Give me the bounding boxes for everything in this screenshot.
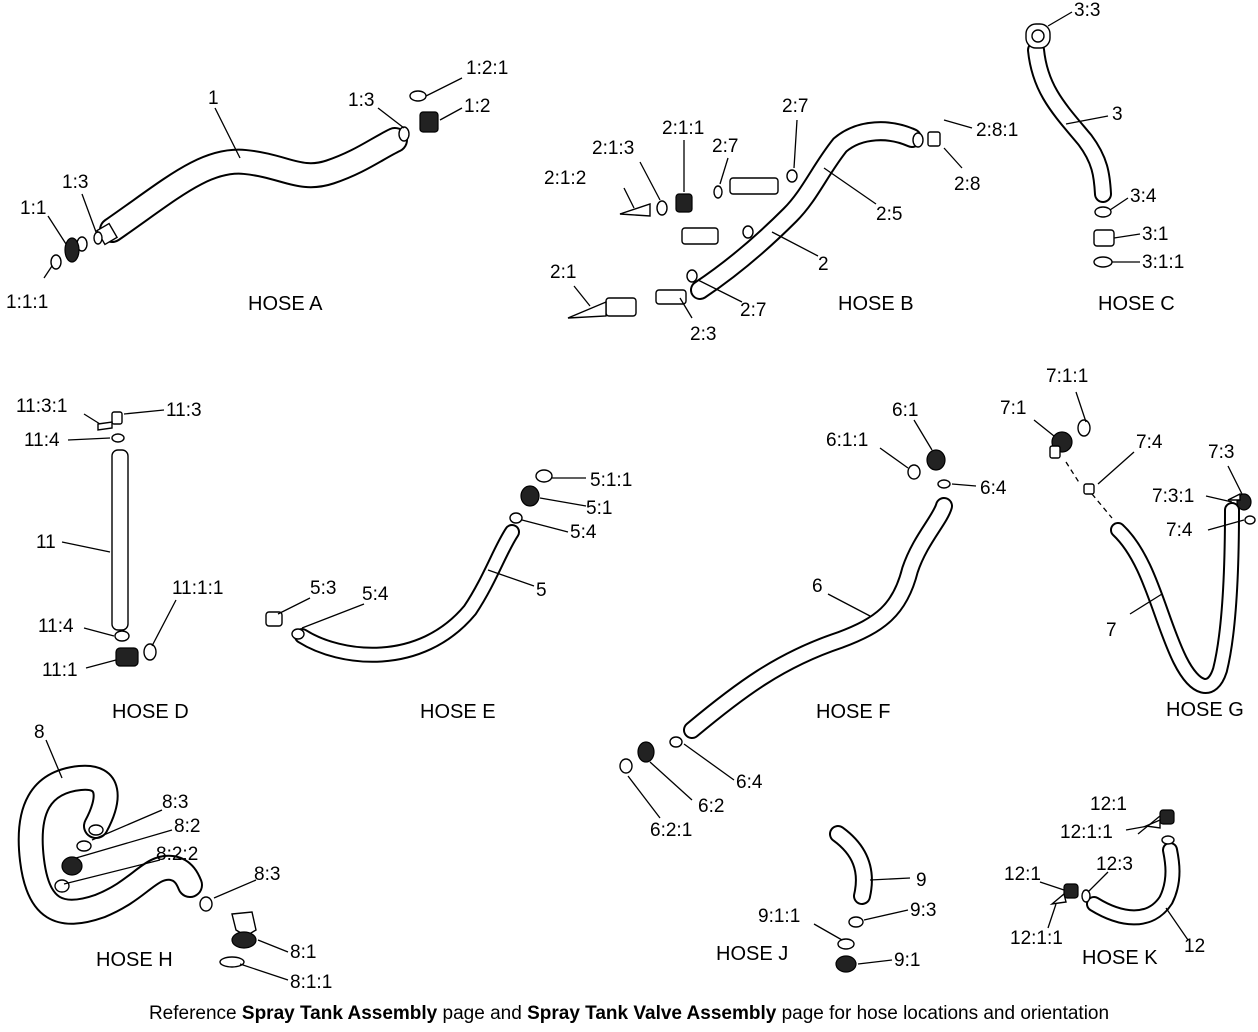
hose-b-group: 2:7 2:1:1 2:1:3 2:7 2:8:1 2:1:2 2:8 2:5 … [544, 96, 1018, 345]
hose-f-title: HOSE F [816, 701, 890, 723]
hose-k-callout-3: 12:3 [1096, 854, 1133, 875]
hose-f-callout-1: 6:1 [892, 400, 918, 421]
hose-c-callout-1: 3:3 [1074, 0, 1100, 21]
hose-h-title: HOSE H [96, 949, 173, 971]
hose-b-callout-2: 2:1:1 [662, 118, 704, 139]
hose-f-callout-5: 6:4 [736, 772, 763, 793]
hose-k-callout-2: 12:1:1 [1060, 822, 1113, 843]
hose-a-callout-7: 1:1:1 [6, 292, 48, 313]
hose-b-callout-1: 2:7 [782, 96, 808, 117]
hose-a-callout-1: 1 [208, 88, 219, 109]
hose-e-callout-6: 5:4 [362, 584, 389, 605]
hose-d-title: HOSE D [112, 701, 189, 723]
hose-j-callout-4: 9:1 [894, 950, 920, 971]
hose-g-callout-4: 7:3 [1208, 442, 1234, 463]
hose-g-callout-2: 7:1 [1000, 398, 1026, 419]
hose-e-callout-2: 5:1 [586, 498, 612, 519]
hose-a-callout-5: 1:3 [62, 172, 88, 193]
footnote-prefix: Reference [148, 1003, 242, 1024]
hose-c-group: 3:3 3 3:4 3:1 3:1:1 HOSE C [1025, 0, 1184, 315]
hose-k-title: HOSE K [1082, 947, 1158, 969]
footnote-suffix: page for hose locations and orientation [776, 1003, 1110, 1024]
hose-c-callout-5: 3:1:1 [1142, 252, 1184, 273]
hose-d-callout-2: 11:3 [166, 400, 202, 421]
hose-f-callout-4: 6 [812, 576, 823, 597]
hose-h-callout-2: 8:3 [162, 792, 188, 813]
hose-e-group: 5:1:1 5:1 5:4 5 5:3 5:4 HOSE E [265, 469, 632, 723]
hose-b-callout-8: 2:5 [876, 204, 902, 225]
hose-k-callout-5: 12:1:1 [1010, 928, 1063, 949]
hose-f-callout-7: 6:2:1 [650, 820, 692, 841]
hose-h-callout-6: 8:1 [290, 942, 316, 963]
hose-c-title: HOSE C [1098, 293, 1175, 315]
hose-b-callout-9: 2 [818, 254, 829, 275]
hose-d-callout-7: 11:1 [42, 660, 78, 681]
footnote-middle: page and [437, 1003, 528, 1024]
hose-c-callout-2: 3 [1112, 104, 1123, 125]
hose-e-title: HOSE E [420, 701, 496, 723]
hose-b-callout-3: 2:1:3 [592, 138, 634, 159]
hose-h-callout-4: 8:2:2 [156, 844, 198, 865]
hose-j-callout-2: 9:1:1 [758, 906, 800, 927]
hose-b-callout-4: 2:7 [712, 136, 738, 157]
hose-g-callout-1: 7:1:1 [1046, 366, 1088, 387]
hose-f-callout-6: 6:2 [698, 796, 724, 817]
hose-a-group: 1 1:3 1:2:1 1:2 1:3 1:1 1:1:1 HOSE A [6, 58, 508, 315]
reference-footnote: Reference Spray Tank Assembly page and S… [0, 1003, 1258, 1025]
hose-h-callout-1: 8 [34, 722, 45, 743]
hose-h-callout-5: 8:3 [254, 864, 280, 885]
hose-k-group: 12:1 12:1:1 12:3 12:1 12:1:1 12 HOSE K [1004, 794, 1205, 969]
hose-b-callout-7: 2:8 [954, 174, 980, 195]
hose-g-title: HOSE G [1166, 699, 1244, 721]
hose-b-callout-10: 2:1 [550, 262, 576, 283]
hose-e-callout-1: 5:1:1 [590, 470, 632, 491]
hose-b-title: HOSE B [838, 293, 914, 315]
hose-c-callout-4: 3:1 [1142, 224, 1168, 245]
hose-h-callout-7: 8:1:1 [290, 972, 332, 993]
hose-g-callout-5: 7:3:1 [1152, 486, 1194, 507]
hose-h-callout-3: 8:2 [174, 816, 200, 837]
hose-d-callout-4: 11 [36, 532, 56, 553]
hose-a-title: HOSE A [248, 293, 323, 315]
hose-e-callout-3: 5:4 [570, 522, 597, 543]
hose-f-callout-2: 6:1:1 [826, 430, 868, 451]
hose-e-callout-4: 5 [536, 580, 547, 601]
hose-j-title: HOSE J [716, 943, 788, 965]
hose-f-group: 6:1 6:1:1 6:4 6 6:4 6:2 6:2:1 HOSE F [619, 400, 1007, 841]
hose-f-callout-3: 6:4 [980, 478, 1007, 499]
hose-d-callout-5: 11:1:1 [172, 578, 223, 599]
hose-e-callout-5: 5:3 [310, 578, 336, 599]
hose-j-callout-1: 9 [916, 870, 927, 891]
hose-k-callout-1: 12:1 [1090, 794, 1127, 815]
hose-j-group: 9 9:1:1 9:3 9:1 HOSE J [716, 825, 936, 973]
hose-g-callout-6: 7:4 [1166, 520, 1193, 541]
hose-g-callout-7: 7 [1106, 620, 1117, 641]
hose-k-callout-6: 12 [1184, 936, 1205, 957]
hose-d-callout-3: 11:4 [24, 430, 60, 451]
hose-h-group: 8 8:3 8:2 8:2:2 8:3 8:1 8:1:1 HOSE H [17, 722, 332, 993]
hose-k-callout-4: 12:1 [1004, 864, 1041, 885]
hose-c-callout-3: 3:4 [1130, 186, 1157, 207]
hose-d-group: 11:3:1 11:3 11:4 11 11:1:1 11:4 11:1 HOS… [16, 396, 223, 723]
hose-a-callout-6: 1:1 [20, 198, 46, 219]
hose-b-callout-6: 2:1:2 [544, 168, 586, 189]
hose-b-callout-12: 2:3 [690, 324, 716, 345]
hose-b-callout-11: 2:7 [740, 300, 766, 321]
hose-d-callout-1: 11:3:1 [16, 396, 67, 417]
hose-j-callout-3: 9:3 [910, 900, 936, 921]
hose-a-callout-3: 1:2:1 [466, 58, 508, 79]
hose-g-callout-3: 7:4 [1136, 432, 1163, 453]
hose-g-group: 7:1:1 7:1 7:4 7:3 7:3:1 7:4 7 HOSE G [1000, 366, 1256, 721]
footnote-spray-tank-assembly: Spray Tank Assembly [241, 1003, 438, 1024]
hose-a-callout-2: 1:3 [348, 90, 374, 111]
hose-a-callout-4: 1:2 [464, 96, 490, 117]
footnote-spray-tank-valve-assembly: Spray Tank Valve Assembly [527, 1003, 777, 1024]
hose-b-callout-5: 2:8:1 [976, 120, 1018, 141]
hose-d-callout-6: 11:4 [38, 616, 74, 637]
